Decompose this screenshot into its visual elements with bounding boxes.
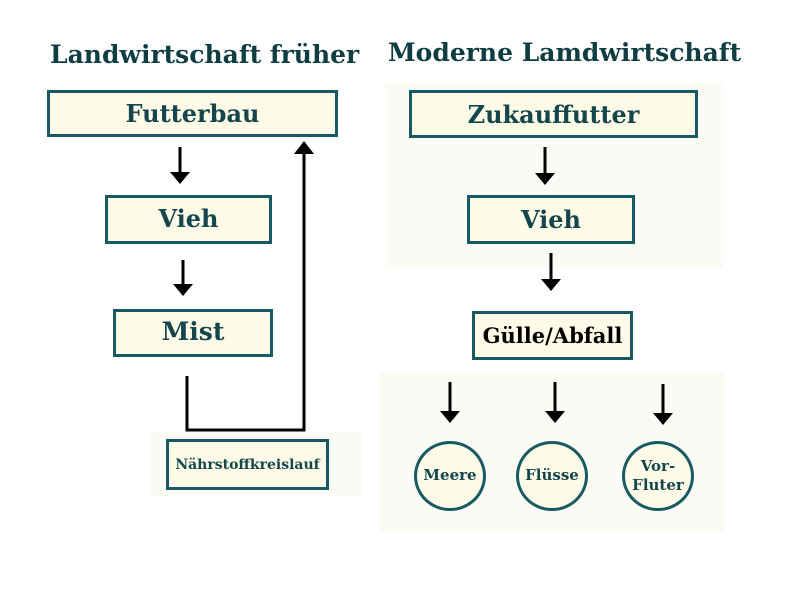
futterbau-box: Futterbau (47, 90, 338, 137)
vieh-label-right: Vieh (520, 205, 582, 234)
arrow-guelle-to-meere (440, 382, 460, 423)
zukauffutter-label: Zukauffutter (467, 99, 640, 129)
naehrstoffkreislauf-box: Nährstoffkreislauf (166, 439, 329, 490)
vieh-box-right: Vieh (467, 195, 635, 244)
vieh-label-left: Vieh (158, 204, 219, 233)
destination-vorfluter-label: Vor- Fluter (632, 456, 684, 495)
arrow-guelle-to-vorfluter (653, 384, 673, 425)
arrow-futterbau-to-vieh (170, 147, 190, 184)
destination-fluesse-label: Flüsse (525, 466, 579, 485)
zukauffutter-box: Zukauffutter (409, 90, 698, 138)
right-heading: Moderne Lamdwirtschaft (388, 38, 742, 67)
destination-fluesse-circle: Flüsse (516, 441, 588, 511)
destination-vorfluter-circle: Vor- Fluter (622, 441, 694, 511)
futterbau-label: Futterbau (125, 99, 260, 128)
left-heading: Landwirtschaft früher (50, 40, 360, 69)
guelle-abfall-box: Gülle/Abfall (472, 311, 633, 360)
naehrstoffkreislauf-label: Nährstoffkreislauf (175, 456, 320, 473)
mist-box: Mist (113, 309, 273, 357)
destination-meere-label: Meere (423, 466, 477, 485)
arrow-vieh-to-mist (173, 260, 193, 296)
arrow-guelle-to-fluesse (545, 382, 565, 423)
arrow-zukauffutter-to-vieh (535, 147, 555, 185)
vieh-box-left: Vieh (105, 195, 272, 244)
destination-meere-circle: Meere (414, 441, 486, 511)
kreislauf-return-line (185, 141, 314, 432)
guelle-abfall-label: Gülle/Abfall (482, 323, 623, 348)
arrow-vieh-to-guelle (541, 253, 561, 291)
mist-label: Mist (161, 317, 225, 346)
